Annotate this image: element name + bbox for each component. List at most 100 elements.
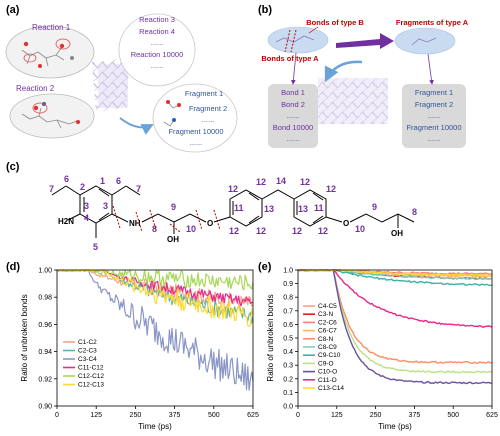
reaction-list-bubble — [118, 13, 196, 87]
atom-number: 12 — [228, 184, 238, 194]
atom-number: 2 — [80, 182, 85, 192]
bonds-type-a-label: Bonds of type A — [261, 54, 319, 63]
atom-nh: NH — [129, 219, 141, 228]
highlight-ring — [23, 53, 37, 63]
legend-label: C12-C12 — [78, 373, 104, 380]
atom-oh: OH — [391, 229, 403, 238]
x-tick-label: 500 — [208, 412, 220, 419]
atom-number: 12 — [300, 177, 310, 187]
label-leader — [308, 26, 319, 34]
x-tick-label: 250 — [370, 412, 382, 419]
molecule-sketch-2 — [21, 107, 78, 129]
x-tick-label: 250 — [130, 412, 142, 419]
x-tick-label: 500 — [447, 412, 459, 419]
chemical-structure — [51, 185, 415, 238]
bonds-type-b-label: Bonds of type B — [306, 18, 364, 27]
atom-number: 12 — [229, 226, 239, 236]
atom-number: 9 — [171, 202, 176, 212]
cleavage-marks — [112, 205, 221, 233]
legend-label: C9-C10 — [318, 352, 341, 359]
atom-dot — [33, 105, 39, 111]
x-tick-label: 625 — [486, 412, 498, 419]
atom-number: 6 — [116, 176, 121, 186]
molecule-sketch-1 — [21, 46, 65, 67]
atom-o: O — [207, 219, 213, 228]
fragment-2-label: Fragment 2 — [415, 100, 453, 109]
atom-number: 7 — [136, 184, 141, 194]
series-line-C3-C4 — [56, 269, 254, 391]
fragments-type-a-label: Fragments of type A — [396, 18, 469, 27]
fragment-2-label: Fragment 2 — [189, 104, 227, 113]
x-axis-label: Time (ps) — [138, 422, 172, 431]
y-tick-label: 0.3 — [283, 363, 293, 370]
polymer-mesh-shade — [318, 78, 388, 124]
panel-c-label: (c) — [6, 161, 20, 173]
reaction-3-label: Reaction 3 — [139, 15, 175, 24]
legend-label: C2-C3 — [78, 348, 97, 355]
y-tick-label: 0.6 — [283, 322, 293, 329]
x-tick-label: 0 — [55, 412, 59, 419]
y-axis-label: Ratio of unbroken bonds — [20, 294, 29, 381]
transform-arrow — [336, 33, 394, 49]
legend-label: C8-N — [318, 336, 333, 343]
polymer-mesh-shade — [98, 64, 128, 108]
legend-label: C4-C5 — [318, 303, 337, 310]
legend-label: C13-C14 — [318, 385, 344, 392]
atom-number: 14 — [276, 176, 286, 186]
atom-number: 6 — [64, 174, 69, 184]
atom-number: 3 — [84, 201, 89, 211]
flow-arrow — [119, 117, 154, 135]
legend-label: C6-C7 — [318, 328, 337, 335]
reaction-4-label: Reaction 4 — [139, 27, 175, 36]
y-tick-label: 0.1 — [283, 390, 293, 397]
fragment-sketch — [163, 100, 181, 127]
legend-label: C2-C6 — [318, 319, 337, 326]
bond-ellipsis: ...... — [287, 134, 300, 143]
y-tick-label: 0.92 — [38, 376, 52, 383]
legend-label: C8-C9 — [318, 344, 337, 351]
x-tick-label: 125 — [90, 412, 102, 419]
atom-dot — [70, 56, 74, 60]
legend-label: C3-N — [318, 311, 333, 318]
y-tick-label: 0.96 — [38, 322, 52, 329]
x-tick-label: 625 — [247, 412, 259, 419]
atom-dot — [38, 64, 42, 68]
atom-number: 11 — [234, 203, 244, 213]
atom-number: 10 — [186, 224, 196, 234]
legend-label: C1-C2 — [78, 339, 97, 346]
y-tick-label: 0.8 — [283, 295, 293, 302]
panel-b-label: (b) — [258, 4, 272, 16]
plot-frame — [56, 269, 254, 407]
molecule-trace — [275, 35, 315, 43]
reaction-ellipsis: ...... — [151, 61, 164, 70]
feedback-arrow — [324, 60, 363, 83]
atom-number: 1 — [100, 176, 105, 186]
fragment-ellipsis: ...... — [428, 134, 441, 143]
highlight-ring — [55, 38, 71, 50]
x-tick-label: 375 — [409, 412, 421, 419]
atom-number: 7 — [49, 184, 54, 194]
y-tick-label: 0.90 — [38, 404, 52, 411]
atom-number: 4 — [84, 213, 89, 223]
fragment-arrow — [427, 53, 434, 85]
atom-number: 12 — [256, 226, 266, 236]
y-tick-label: 1.00 — [38, 268, 52, 275]
atom-number: 12 — [318, 226, 328, 236]
bond-1-label: Bond 1 — [281, 88, 305, 97]
legend-label: C11-O — [318, 377, 337, 384]
atom-oh: OH — [167, 235, 179, 244]
cut-mark — [290, 29, 297, 53]
reaction-2-label: Reaction 2 — [16, 84, 55, 93]
atom-number: 13 — [264, 204, 274, 214]
y-tick-label: 1.0 — [283, 268, 293, 275]
legend-label: C10-O — [318, 369, 337, 376]
atom-number: 3 — [103, 201, 108, 211]
legend-label: C9-O — [318, 360, 334, 367]
fragment-ellipsis: ...... — [190, 138, 203, 147]
fragment-ellipsis: ...... — [202, 115, 215, 124]
plot-area — [298, 270, 492, 406]
cut-mark — [284, 29, 291, 53]
bond-10000-label: Bond 10000 — [273, 123, 313, 132]
